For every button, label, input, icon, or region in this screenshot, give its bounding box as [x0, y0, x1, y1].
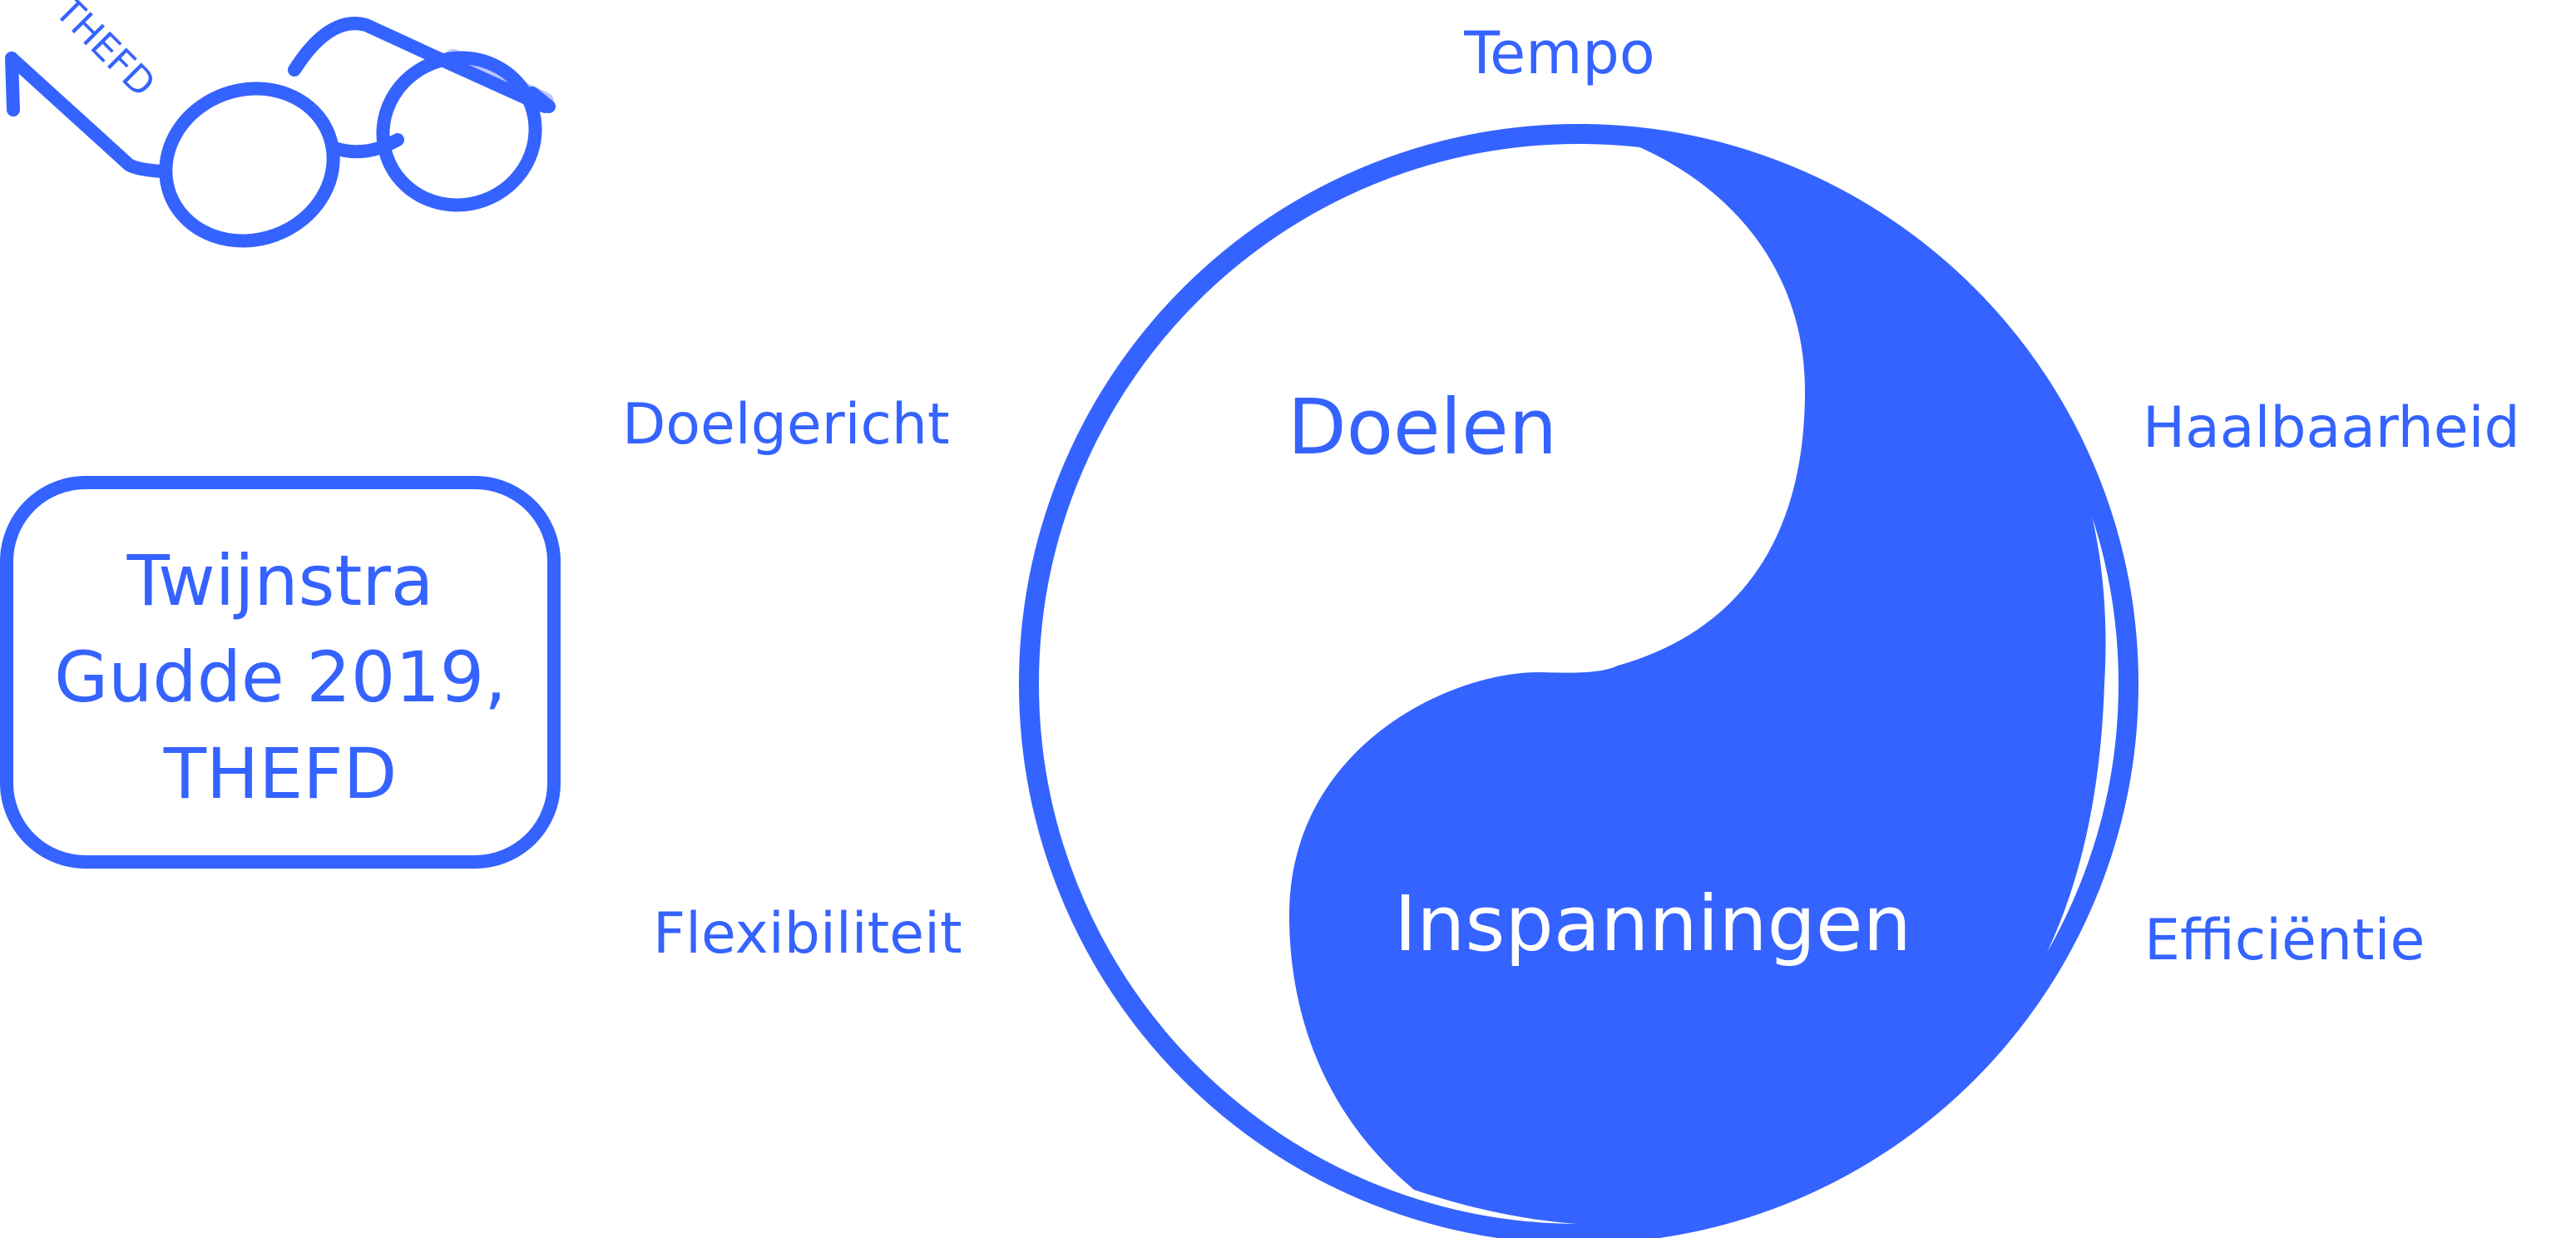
flexibiliteit-label: Flexibiliteit: [653, 901, 962, 967]
efforts-region: [1289, 133, 2106, 1226]
tempo-label: Tempo: [1463, 19, 1654, 87]
efforts-label: Inspanningen: [1394, 879, 1911, 968]
logo-text: THEFD: [47, 0, 164, 106]
goals-label: Doelen: [1288, 383, 1557, 472]
citation-line-3: THEFD: [163, 733, 398, 815]
citation-line-1: Twijnstra: [126, 540, 434, 621]
doelgericht-label: Doelgericht: [622, 392, 950, 458]
efficientie-label: Efficiëntie: [2144, 908, 2425, 973]
haalbaarheid-label: Haalbaarheid: [2143, 395, 2520, 461]
citation-line-2: Gudde 2019,: [54, 636, 507, 718]
glasses-icon: [5, 17, 556, 248]
citation-box: [0, 476, 561, 869]
